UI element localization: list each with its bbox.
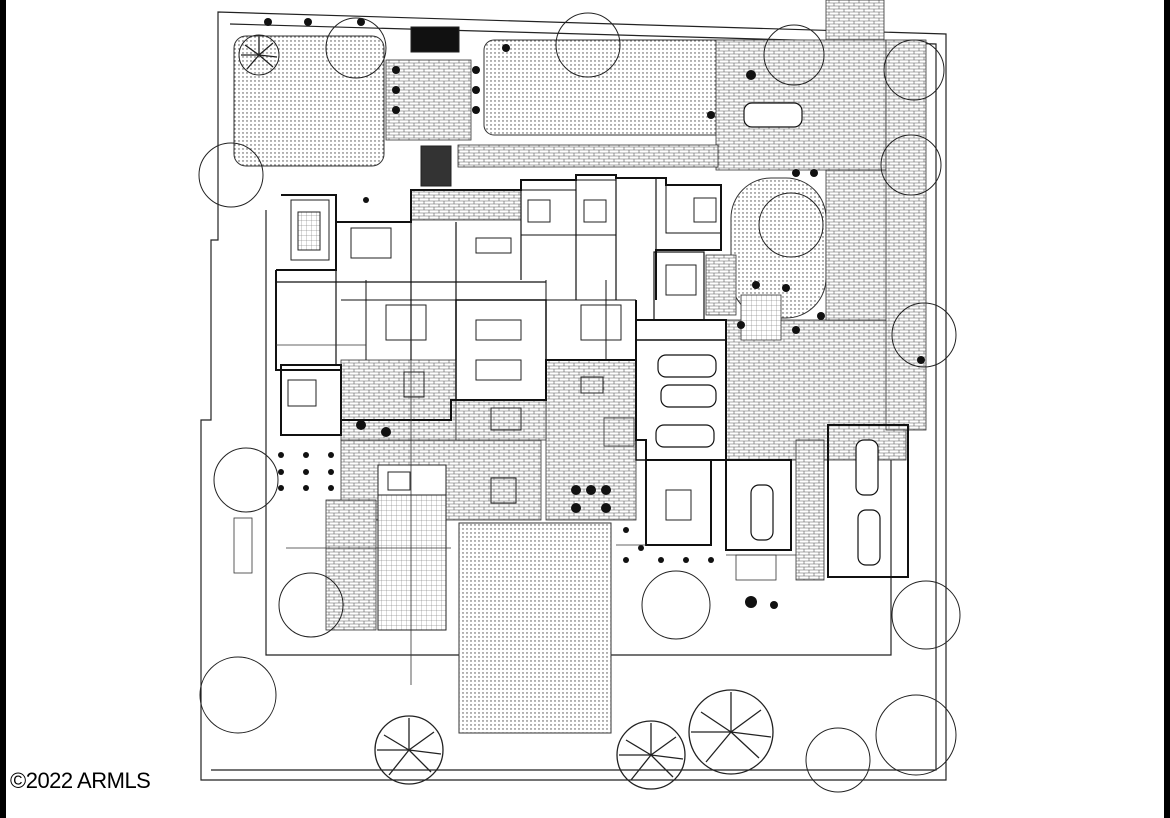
shrub-icon <box>264 18 925 609</box>
tree-icon <box>198 12 961 793</box>
pool-icon <box>290 26 460 631</box>
site-lines <box>233 344 796 685</box>
dining-table-icon <box>350 227 622 504</box>
car-icon <box>655 102 881 566</box>
house-floor-plan <box>275 174 909 578</box>
site-plan-canvas: ©2022 ARMLS <box>6 0 1164 818</box>
site-plan-drawing <box>198 0 961 793</box>
watermark-text: ©2022 ARMLS <box>10 768 151 793</box>
bed-icon <box>287 197 717 521</box>
